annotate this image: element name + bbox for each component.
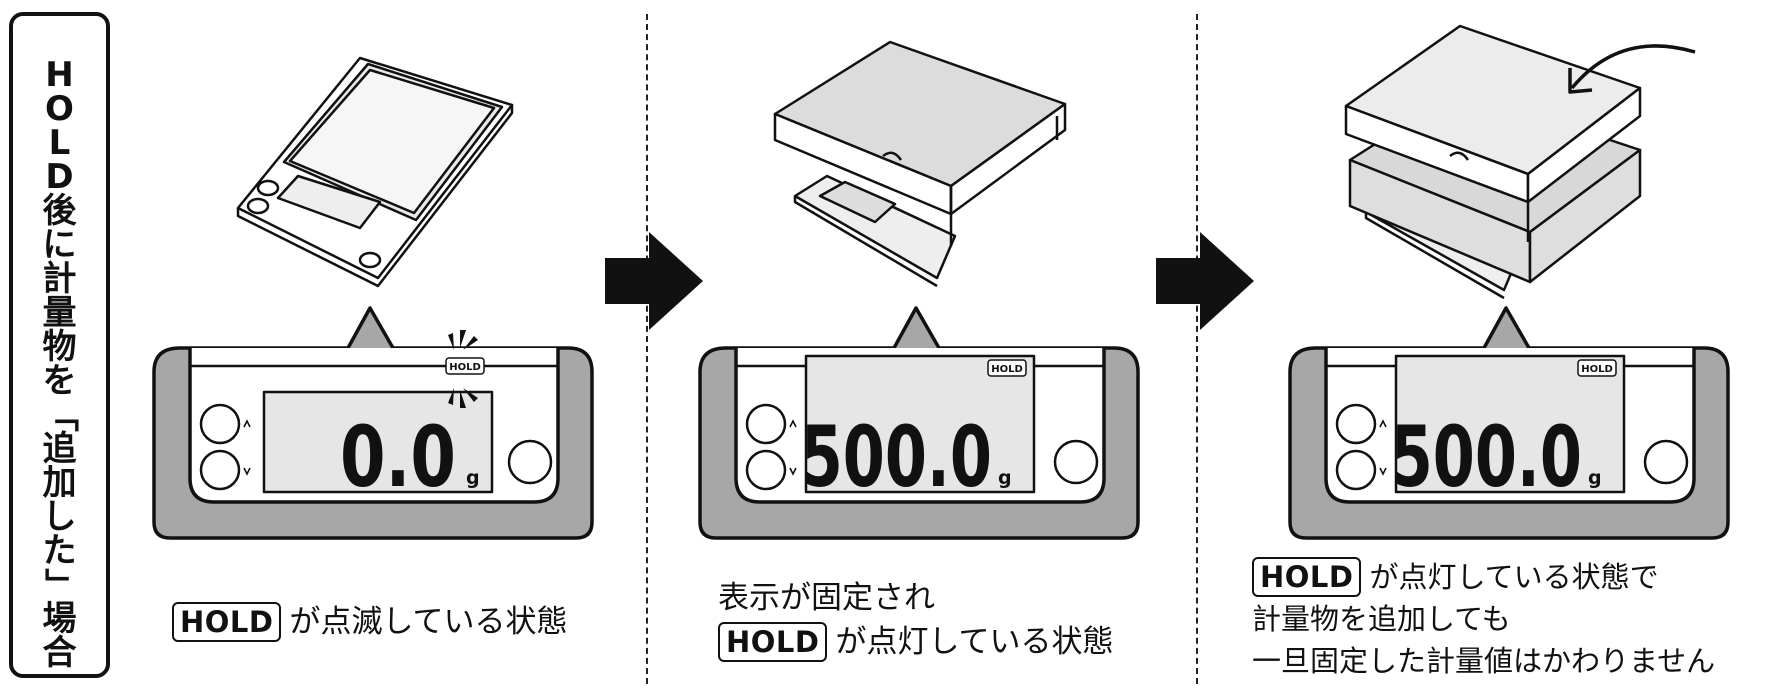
- side-label-char: 場: [42, 599, 77, 639]
- side-label-char: 計: [42, 259, 77, 299]
- caption-2-line-2: が点灯している状態: [835, 624, 1114, 660]
- caption-2-line-1: 表示が固定され: [718, 580, 935, 616]
- side-label-char: を: [42, 361, 77, 401]
- hold-badge-3: HOLD: [1252, 557, 1362, 597]
- display-unit-3: g: [1588, 467, 1602, 489]
- side-label-char: 合: [42, 633, 77, 673]
- blink-marks-icon: [448, 330, 478, 408]
- display-badge-1: HOLD: [449, 362, 481, 373]
- display-unit-1: g: [466, 467, 480, 489]
- side-label-char: に: [42, 225, 77, 265]
- hold-badge-2: HOLD: [718, 622, 828, 662]
- display-panel-1: 0.0 g HOLD: [152, 306, 594, 540]
- display-badge-3: HOLD: [1581, 364, 1613, 375]
- divider-2: [1196, 14, 1198, 684]
- side-label-char: し: [42, 497, 77, 537]
- side-label-char: 量: [42, 293, 77, 333]
- side-label-char: た: [42, 531, 77, 571]
- side-label-char: L: [48, 123, 71, 163]
- caption-3-line-1: が点灯している状態で: [1369, 560, 1659, 594]
- side-label-char: 」: [39, 568, 80, 602]
- side-label-char: D: [45, 157, 74, 197]
- display-panel-3: 500.0 g HOLD: [1288, 306, 1730, 540]
- divider-1: [646, 14, 648, 684]
- display-unit-2: g: [998, 467, 1012, 489]
- caption-1-line-1: が点滅している状態: [289, 604, 568, 640]
- display-panel-2: 500.0 g HOLD: [698, 306, 1140, 540]
- hold-badge-1: HOLD: [172, 602, 282, 642]
- scale-with-box-icon-1: [773, 40, 1067, 288]
- display-value-2: 500.0: [801, 409, 992, 507]
- display-value-1: 0.0: [340, 408, 456, 506]
- side-label-char: H: [45, 55, 74, 95]
- display-value-3: 500.0: [1391, 409, 1582, 507]
- scale-with-two-boxes-icon: [1344, 24, 1696, 300]
- caption-3-line-3: 一旦固定した計量値はかわりません: [1252, 644, 1716, 678]
- display-badge-2: HOLD: [991, 364, 1023, 375]
- caption-3-line-2: 計量物を追加しても: [1252, 602, 1511, 636]
- side-label-char: O: [45, 89, 74, 129]
- arrow-right-icon-2: [1156, 232, 1254, 330]
- kitchen-scale-icon: [236, 56, 514, 288]
- side-label-char: 「: [39, 398, 80, 432]
- side-label-char: 追: [42, 429, 77, 469]
- side-label-char: 加: [42, 463, 77, 503]
- side-label-char: 物: [42, 327, 77, 367]
- side-label-char: 後: [42, 191, 77, 231]
- arrow-right-icon-1: [605, 232, 703, 330]
